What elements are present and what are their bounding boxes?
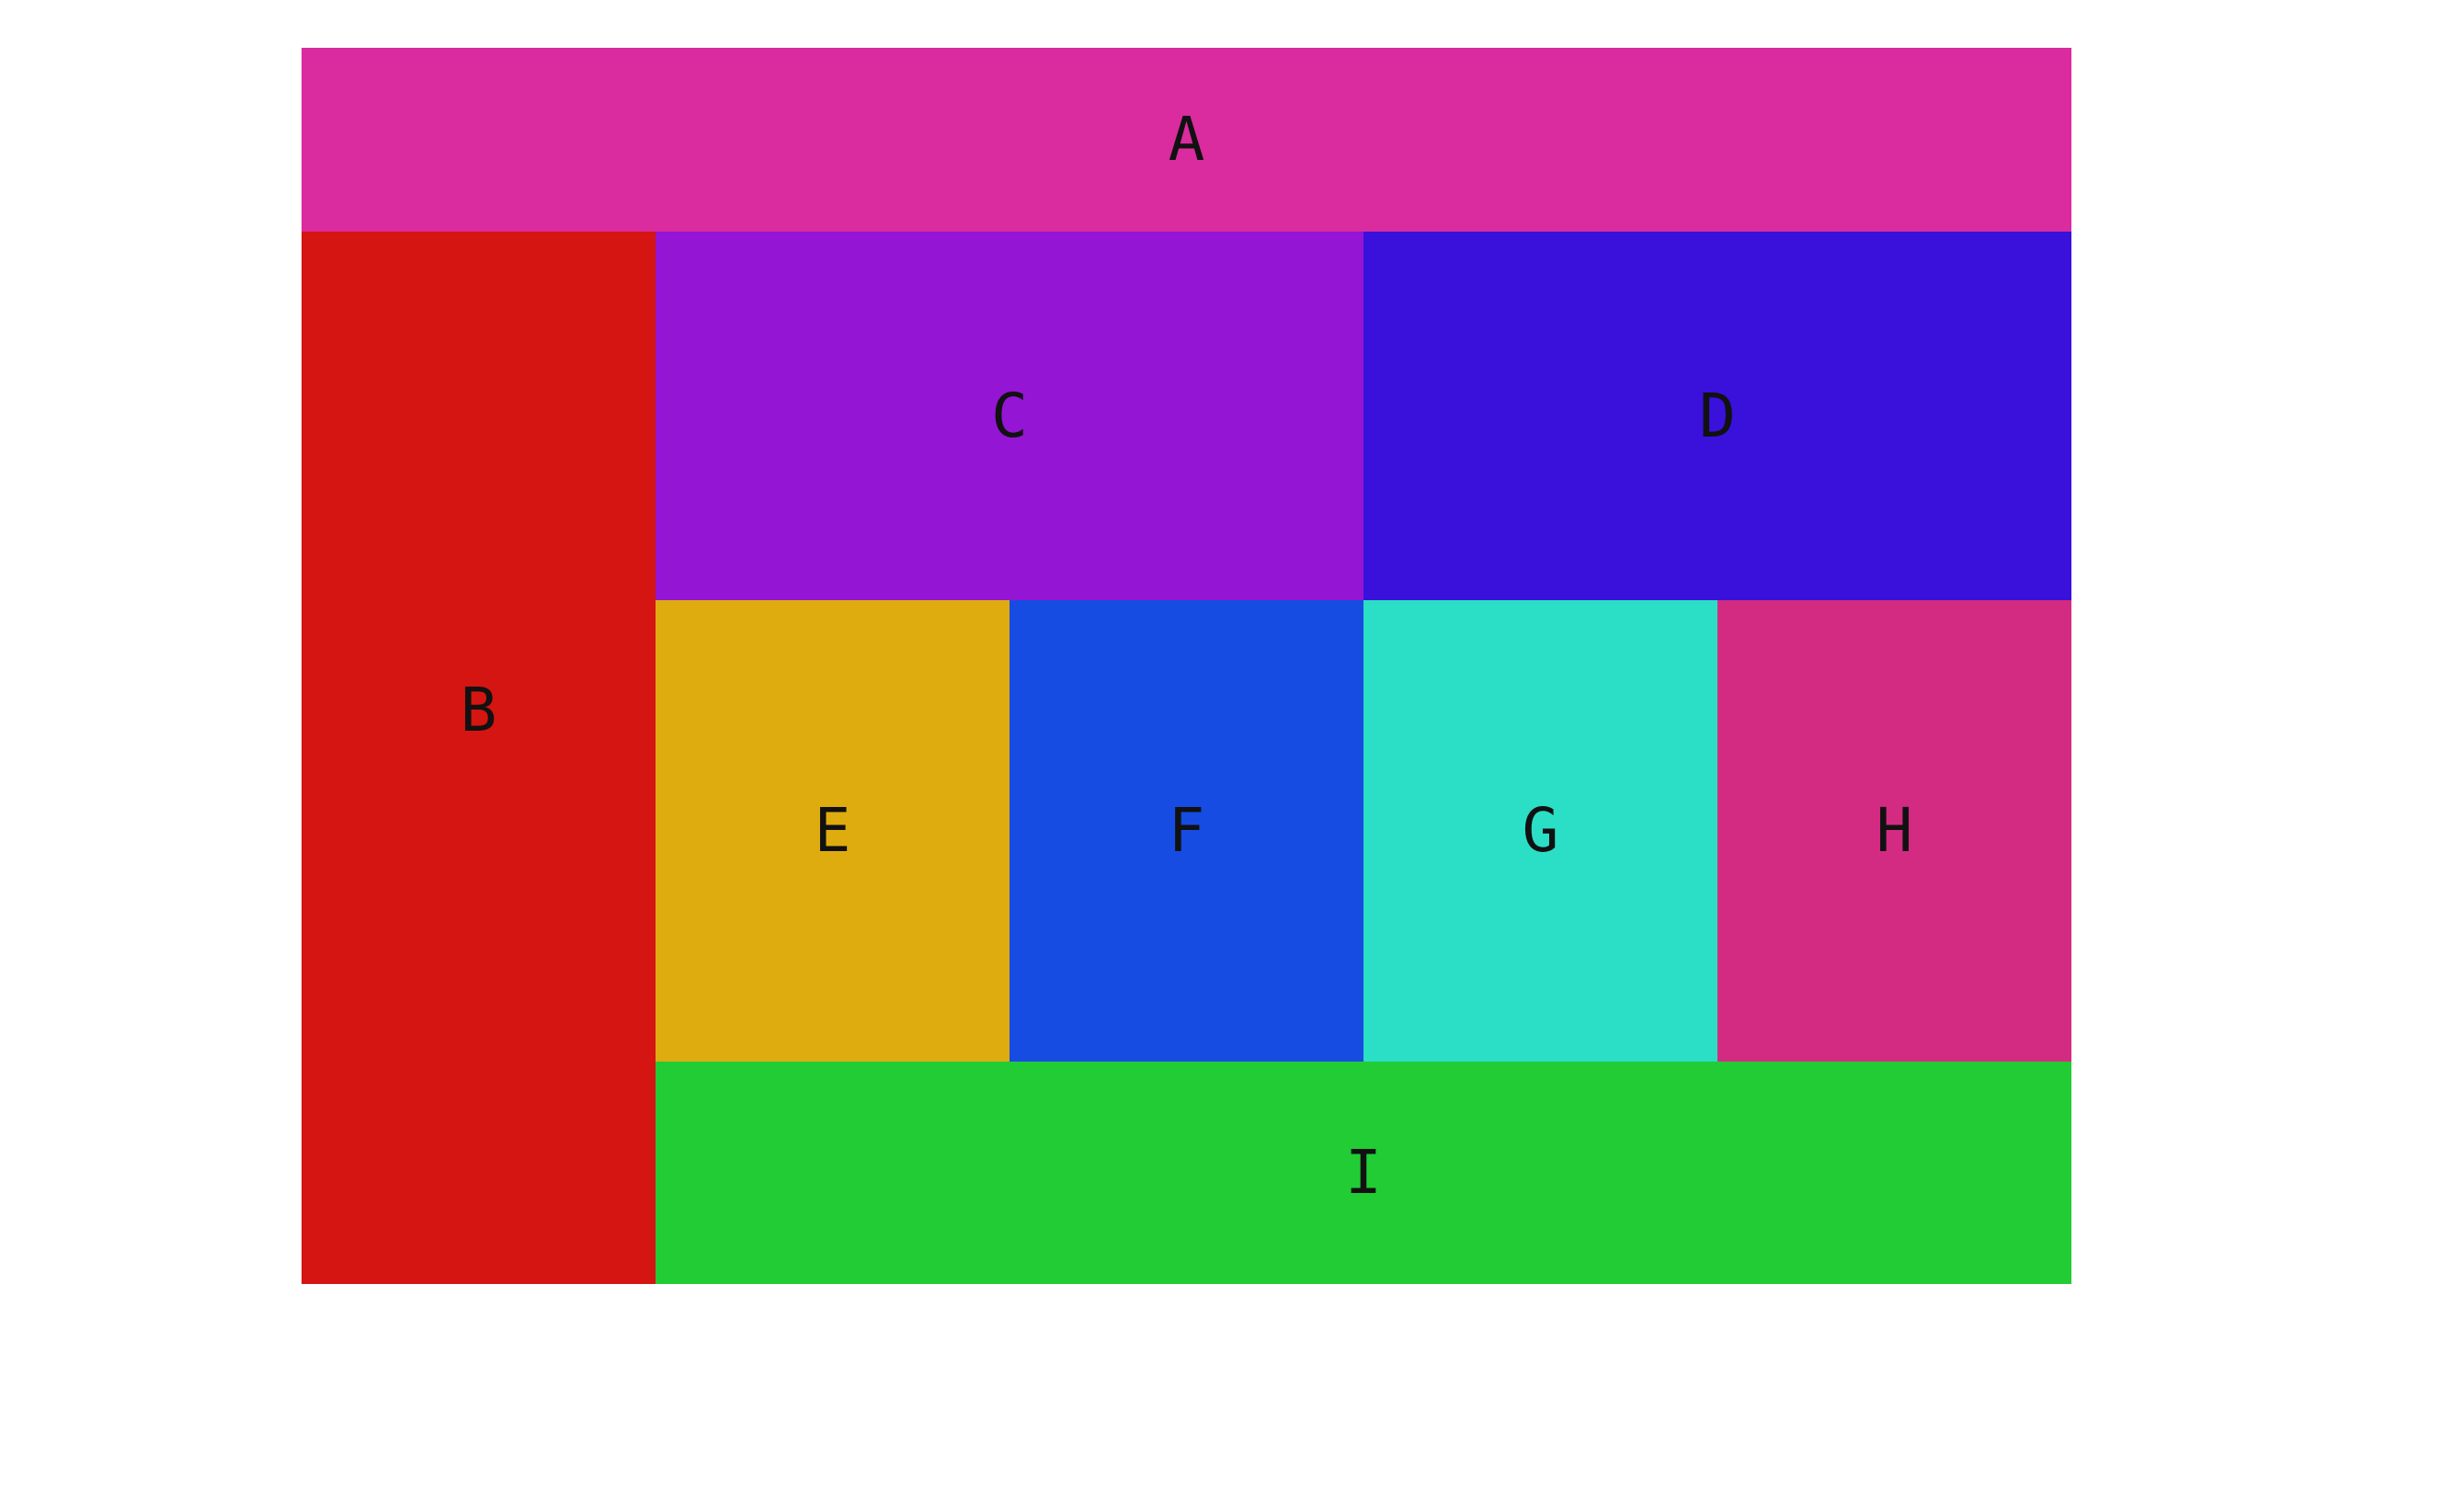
block-a: A [302,48,2071,232]
block-h-label: H [1876,795,1913,866]
block-i-label: I [1345,1137,1382,1208]
block-c: C [656,232,1363,600]
block-e-label: E [814,795,851,866]
block-h: H [1717,600,2071,1062]
block-f-label: F [1168,795,1205,866]
block-f: F [1010,600,1363,1062]
block-i: I [656,1062,2071,1284]
block-d: D [1363,232,2071,600]
block-layout: A B C D E F G H I [302,48,2071,1284]
block-b-label: B [460,674,497,745]
block-g: G [1363,600,1717,1062]
block-g-label: G [1522,795,1559,866]
block-a-label: A [1168,104,1205,175]
block-d-label: D [1699,380,1736,451]
block-b: B [302,232,656,1284]
block-e: E [656,600,1010,1062]
block-c-label: C [991,380,1028,451]
